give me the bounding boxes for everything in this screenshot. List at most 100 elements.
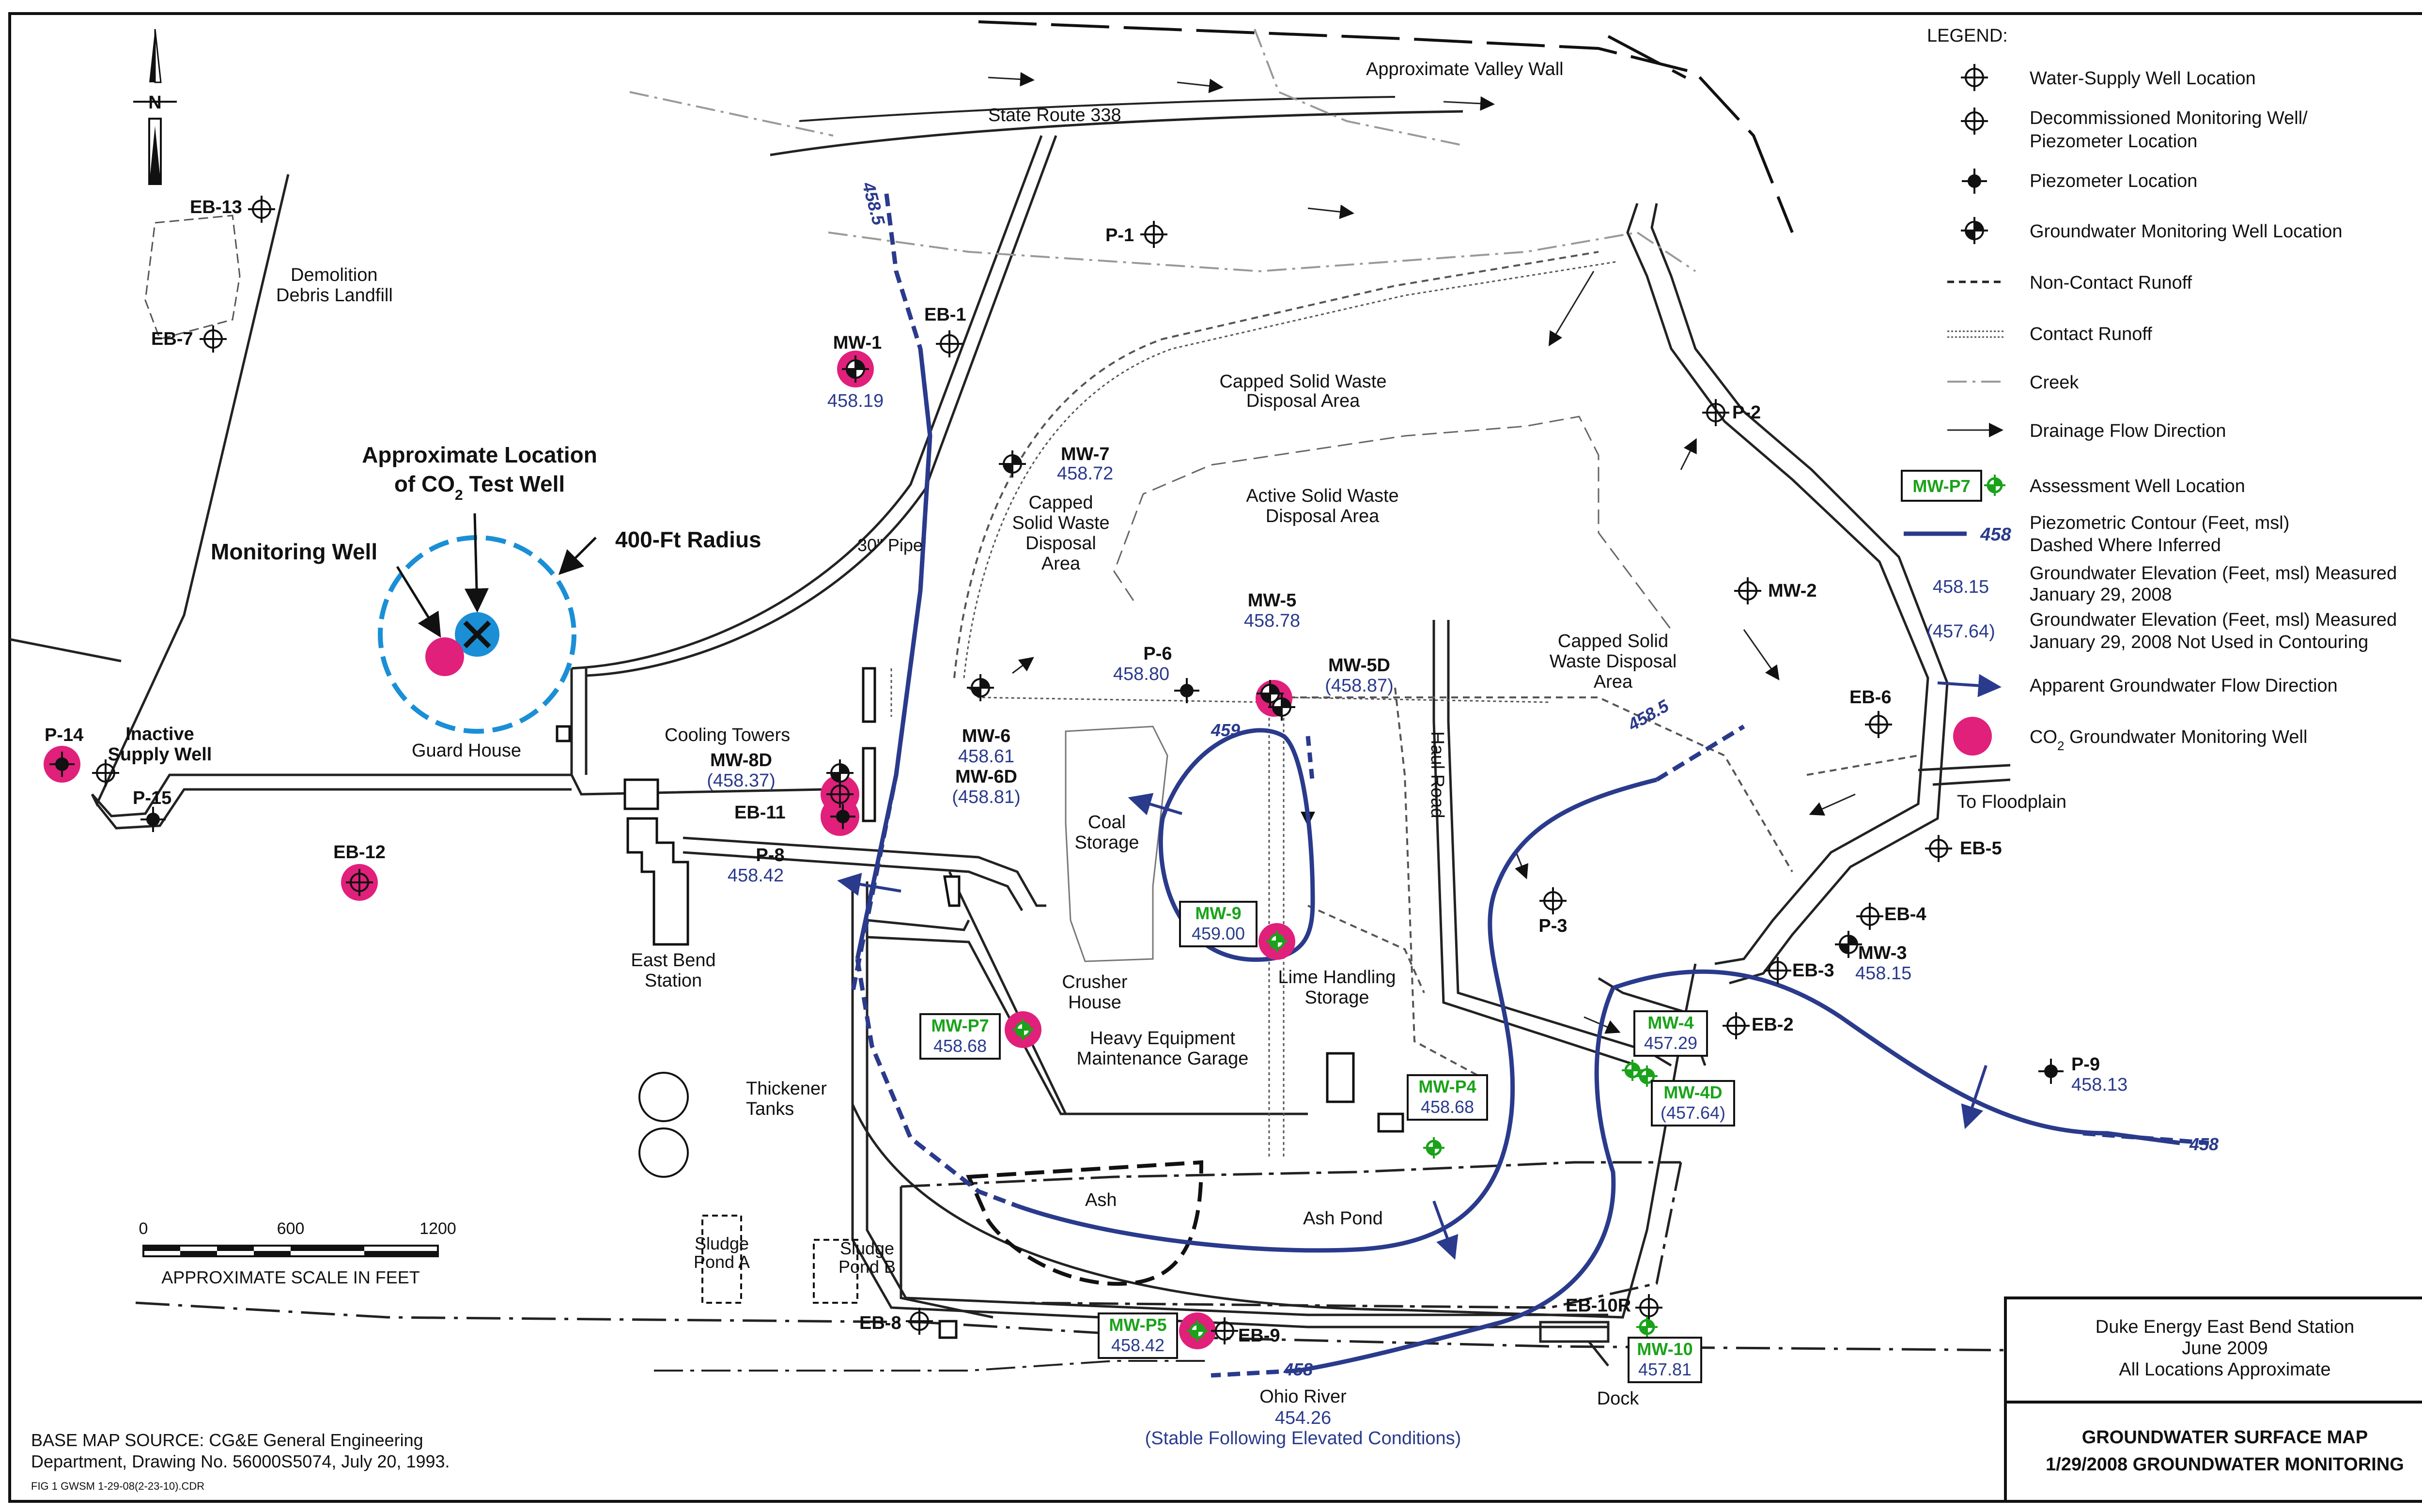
contour-label-458-east: 458 xyxy=(2189,1134,2219,1154)
sludge-a-l1: Sludge xyxy=(695,1234,749,1253)
well-value-p-8: 458.42 xyxy=(728,865,784,886)
assessment-well-boxes: MW-9 459.00 MW-P7 458.68 MW-P4 458.68 MW… xyxy=(919,901,1735,1383)
thickener-l2: Tanks xyxy=(746,1099,794,1119)
capped-swda-3-l3: Area xyxy=(1594,672,1633,692)
svg-text:Apparent Groundwater Flow Dire: Apparent Groundwater Flow Direction xyxy=(2030,676,2338,696)
dock-label: Dock xyxy=(1597,1389,1640,1409)
contour-458-5-east xyxy=(1016,777,1658,1253)
valley-wall-label: Approximate Valley Wall xyxy=(1366,59,1564,79)
contour-label-458-south: 458 xyxy=(1283,1359,1313,1379)
approx-location-label: Approximate Location xyxy=(362,442,597,467)
heavy-equipment-l2: Maintenance Garage xyxy=(1077,1049,1249,1069)
contour-458-east xyxy=(1612,969,2180,1145)
svg-text:459.00: 459.00 xyxy=(1192,924,1245,943)
svg-text:January 29, 2008 Not Used in C: January 29, 2008 Not Used in Contouring xyxy=(2030,632,2368,652)
thickener-tanks xyxy=(638,1072,689,1178)
svg-text:Dashed Where Inferred: Dashed Where Inferred xyxy=(2030,535,2221,555)
to-floodplain-label: To Floodplain xyxy=(1957,792,2066,812)
gw-flow-arrows xyxy=(837,793,1987,1260)
non-contact-runoff-lines xyxy=(953,251,1919,1076)
well-label-eb-2: EB-2 xyxy=(1752,1015,1794,1035)
pipe-30-label: 30" Pipe xyxy=(857,535,923,555)
scale-caption: APPROXIMATE SCALE IN FEET xyxy=(161,1267,419,1287)
radius-400-circle xyxy=(378,535,576,734)
legend-co2-well-icon xyxy=(1953,717,1992,756)
svg-text:MW-4D: MW-4D xyxy=(1663,1082,1722,1102)
well-label-eb-7: EB-7 xyxy=(151,329,193,349)
svg-text:458.68: 458.68 xyxy=(1421,1097,1474,1117)
lime-handling-l1: Lime Handling xyxy=(1278,967,1396,987)
thickener-l1: Thickener xyxy=(746,1079,827,1099)
svg-text:MW-P5: MW-P5 xyxy=(1109,1315,1166,1335)
ohio-river-value: 454.26 xyxy=(1275,1408,1331,1428)
well-value-mw-5d: (458.87) xyxy=(1325,676,1394,696)
well-label-p-3: P-3 xyxy=(1538,916,1567,936)
well-label-mw-6d: MW-6D xyxy=(955,767,1017,787)
well-value-mw-7: 458.72 xyxy=(1057,463,1113,484)
well-label-eb-1: EB-1 xyxy=(924,305,966,325)
well-label-mw-1: MW-1 xyxy=(833,333,882,353)
svg-text:458.42: 458.42 xyxy=(1111,1335,1164,1355)
svg-text:Groundwater Elevation (Feet, m: Groundwater Elevation (Feet, msl) Measur… xyxy=(2030,610,2397,630)
creek-lines xyxy=(629,29,1696,273)
contour-label-458-5: 458.5 xyxy=(858,179,889,228)
well-value-p-9: 458.13 xyxy=(2071,1075,2127,1095)
assessment-box-mw-p7: MW-P7 458.68 xyxy=(919,1013,1001,1060)
monitoring-well-icon xyxy=(425,637,464,676)
base-map-source: BASE MAP SOURCE: CG&E General Engineerin… xyxy=(31,1430,450,1492)
legend-decommissioned-icon xyxy=(1960,107,1989,136)
legend-title: LEGEND: xyxy=(1927,26,2008,46)
contour-label-459: 459 xyxy=(1211,720,1240,740)
svg-text:Piezometer Location: Piezometer Location xyxy=(2030,131,2197,152)
demolition-label-2: Debris Landfill xyxy=(276,285,393,306)
valley-wall-line xyxy=(978,20,1794,233)
co2-test-area xyxy=(378,513,597,734)
demolition-label-1: Demolition xyxy=(291,265,378,285)
well-label-eb-9: EB-9 xyxy=(1238,1326,1280,1346)
capped-swda-1-l2: Disposal Area xyxy=(1246,391,1360,411)
svg-text:Non-Contact Runoff: Non-Contact Runoff xyxy=(2030,273,2192,293)
well-label-p-8: P-8 xyxy=(756,845,784,865)
svg-text:Drainage Flow Direction: Drainage Flow Direction xyxy=(2030,421,2226,441)
cooling-towers-label: Cooling Towers xyxy=(665,725,790,745)
assessment-box-mw-p4: MW-P4 458.68 xyxy=(1407,1074,1488,1121)
svg-text:Contact Runoff: Contact Runoff xyxy=(2030,324,2152,344)
svg-text:457.81: 457.81 xyxy=(1638,1359,1692,1379)
well-label-eb-11: EB-11 xyxy=(734,802,786,823)
well-label-eb-5: EB-5 xyxy=(1960,838,2002,859)
inactive-supply-l2: Supply Well xyxy=(108,744,212,765)
well-label-mw-7: MW-7 xyxy=(1061,444,1110,464)
capped-swda-2-l2: Solid Waste xyxy=(1012,513,1109,533)
title-line-1: Duke Energy East Bend Station xyxy=(2096,1317,2354,1337)
well-value-mw-3: 458.15 xyxy=(1855,963,1911,984)
fig-id: FIG 1 GWSM 1-29-08(2-23-10).CDR xyxy=(31,1480,204,1492)
svg-text:(457.64): (457.64) xyxy=(1926,621,1995,642)
coal-storage-l1: Coal xyxy=(1088,812,1126,833)
svg-text:Groundwater Monitoring Well Lo: Groundwater Monitoring Well Location xyxy=(2030,221,2343,242)
svg-text:MW-P7: MW-P7 xyxy=(931,1016,989,1035)
well-label-eb-6: EB-6 xyxy=(1849,687,1892,708)
capped-swda-2-l3: Disposal xyxy=(1025,533,1096,554)
well-value-mw-1: 458.19 xyxy=(827,391,884,411)
svg-text:January 29, 2008: January 29, 2008 xyxy=(2030,585,2172,605)
svg-text:458: 458 xyxy=(1980,525,2011,545)
capped-swda-3-l1: Capped Solid xyxy=(1558,631,1668,651)
sludge-b-l1: Sludge xyxy=(840,1238,894,1258)
svg-text:MW-4: MW-4 xyxy=(1647,1013,1693,1033)
scale-600: 600 xyxy=(277,1219,305,1238)
well-label-p-6: P-6 xyxy=(1143,644,1172,664)
well-label-p-15: P-15 xyxy=(133,788,171,808)
north-label: N xyxy=(148,93,161,113)
well-label-eb-3: EB-3 xyxy=(1792,960,1834,981)
well-label-eb-10r: EB-10R xyxy=(1566,1296,1631,1316)
svg-text:MW-9: MW-9 xyxy=(1195,903,1241,923)
well-value-mw-6d: (458.81) xyxy=(952,787,1021,807)
well-label-mw-2: MW-2 xyxy=(1768,581,1817,601)
drainage-flow-arrows xyxy=(988,72,1856,1034)
well-label-eb-8: EB-8 xyxy=(859,1313,901,1333)
title-main-1: GROUNDWATER SURFACE MAP xyxy=(2082,1427,2368,1448)
scale-bar: 0 600 1200 APPROXIMATE SCALE IN FEET xyxy=(139,1219,456,1287)
ohio-river-note: (Stable Following Elevated Conditions) xyxy=(1145,1428,1461,1449)
legend-co2-well-label: CO2 Groundwater Monitoring Well xyxy=(2030,727,2307,753)
co2-test-well-label: of CO2 Test Well xyxy=(394,471,565,503)
